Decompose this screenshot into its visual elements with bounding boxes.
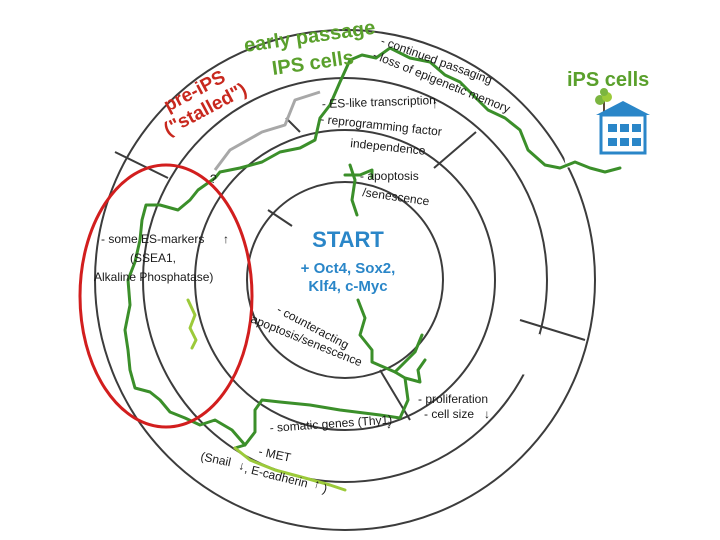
ring-gaps	[500, 128, 602, 378]
question-mark: ?	[210, 172, 217, 186]
divider	[379, 369, 411, 421]
met-close-paren: )	[321, 481, 329, 496]
proliferation-label: - proliferation	[418, 392, 488, 406]
divider	[519, 319, 586, 341]
reprogramming-paths	[123, 46, 622, 492]
highlight-ellipse	[78, 163, 254, 429]
main-path-lower	[233, 298, 410, 450]
cell-size-label: - cell size	[424, 407, 474, 421]
apoptosis-branch	[348, 163, 359, 217]
ring-dividers	[114, 117, 586, 421]
stalled-path	[213, 90, 321, 171]
divider	[433, 131, 477, 169]
apoptosis-branch	[343, 168, 374, 180]
met-path	[233, 446, 347, 492]
ring-3	[194, 129, 496, 431]
divider	[114, 151, 169, 179]
es-markers-ssea1: (SSEA1,	[130, 251, 176, 265]
early-passage-title-1: early passage	[243, 17, 377, 57]
es-markers-arrow: ↑	[223, 232, 229, 246]
start-factors-line2: Klf4, c-Myc	[308, 278, 387, 295]
met-snail-label: (Snail	[199, 449, 232, 469]
independence-label: independence	[350, 136, 427, 158]
apoptosis-label: - apoptosis	[360, 169, 419, 183]
somatic-genes-label: - somatic genes (Thy1)	[269, 412, 392, 435]
es-markers-alkaline: Alkaline Phosphatase)	[94, 270, 213, 284]
start-title: START	[312, 227, 384, 252]
start-factors-line1: + Oct4, Sox2,	[301, 260, 396, 277]
cell-size-arrow: ↓	[484, 407, 490, 421]
divider	[267, 209, 293, 227]
gap	[500, 334, 548, 378]
es-markers-branch	[186, 298, 198, 350]
met-label: - MET	[257, 444, 293, 465]
met-snail-arrow: ↓	[237, 458, 246, 473]
es-like-arrow: ↑	[432, 97, 438, 111]
es-like-transcription-label: - ES-like transcription	[322, 93, 436, 111]
house-tree-icon	[595, 88, 650, 155]
proliferation-branch	[403, 358, 427, 384]
ring-group	[94, 29, 596, 531]
main-path-upper	[123, 46, 622, 447]
es-markers-label: - some ES-markers	[101, 232, 204, 246]
outer-ring	[94, 29, 596, 531]
inner-ring	[246, 181, 444, 379]
proliferation-branch	[393, 333, 424, 374]
met-ecadherin-label: , E-cadherin	[243, 461, 309, 490]
somatic-genes-arrow: ↓	[386, 417, 392, 431]
senescence-label: /senescence	[362, 185, 431, 208]
ring-2	[142, 77, 548, 483]
met-ecadherin-arrow: ↑	[312, 476, 322, 491]
ips-cells-title: iPS cells	[567, 69, 649, 91]
gap	[560, 128, 602, 168]
